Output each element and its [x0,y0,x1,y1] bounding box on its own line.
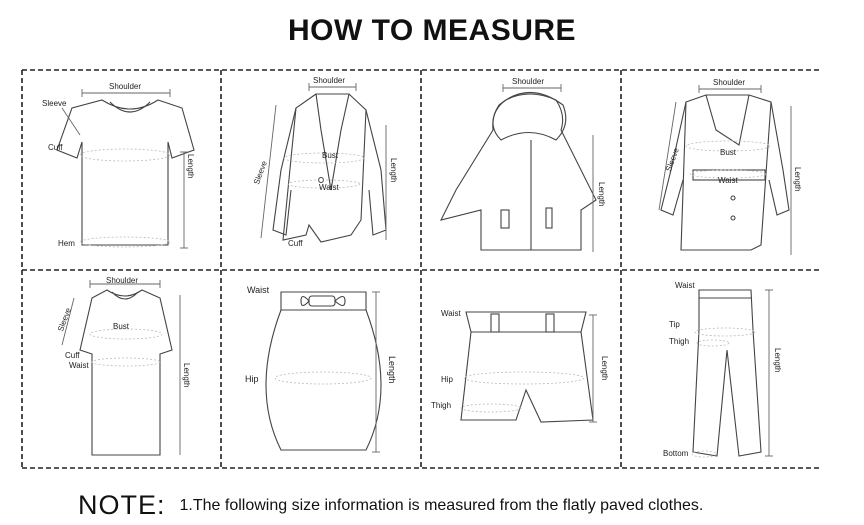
cape-length-label: Length [597,182,606,207]
blazer-waist-label: Waist [319,183,339,192]
skirt-cell: Waist Hip Length [221,270,421,468]
coat-cell: Shoulder Sleeve Bust Waist Length [621,70,822,270]
skirt-hip-label: Hip [245,374,259,384]
dress-shoulder-label: Shoulder [106,276,139,285]
dress-bust-label: Bust [113,322,130,331]
blazer-length-label: Length [389,158,398,183]
skirt-waist-label: Waist [247,285,270,295]
note-text: 1.The following size information is meas… [179,496,704,514]
pants-waist-label: Waist [675,281,695,290]
page-title: HOW TO MEASURE [287,14,577,47]
cape-sketch [439,84,597,252]
shorts-cell: Waist Hip Thigh Length [421,270,621,468]
cape-shoulder-label: Shoulder [512,77,545,86]
coat-length-label: Length [793,167,802,192]
tshirt-hem-label: Hem [58,239,75,248]
pants-length-label: Length [773,348,782,373]
note: NOTE: 1.The following size information is… [78,490,703,521]
coat-waist-label: Waist [718,176,738,185]
pants-tip-label: Tip [669,320,680,329]
blazer-sketch [260,83,387,243]
shorts-hip-label: Hip [441,375,454,384]
blazer-bust-label: Bust [322,151,339,160]
pants-thigh-label: Thigh [669,337,690,346]
blazer-shoulder-label: Shoulder [313,76,346,85]
tshirt-shoulder-label: Shoulder [109,82,142,91]
dress-waist-label: Waist [69,361,89,370]
dress-cuff-label: Cuff [65,351,80,360]
pants-cell: Waist Tip Thigh Length Bottom [621,270,822,468]
dress-cell: Shoulder Sleeve Bust Cuff Waist Length [22,270,221,468]
dress-length-label: Length [182,363,191,388]
pants-bottom-label: Bottom [663,449,689,458]
blazer-cell: Shoulder Bust Waist Sleeve Length Cuff [221,70,421,270]
coat-sketch [658,85,792,255]
pants-sketch [691,289,773,458]
shorts-length-label: Length [600,356,609,381]
dress-sketch [61,280,181,456]
tshirt-cell: Shoulder Sleeve Cuff Length Hem [22,70,221,270]
skirt-sketch [265,291,382,453]
tshirt-length-label: Length [186,154,195,179]
cape-cell: Shoulder Length [421,70,621,270]
blazer-cuff-label: Cuff [288,239,303,248]
tshirt-cuff-label: Cuff [48,143,63,152]
coat-bust-label: Bust [720,148,737,157]
tshirt-sketch [56,89,195,249]
note-label: NOTE: [78,490,166,520]
skirt-length-label: Length [387,356,397,384]
shorts-sketch [460,311,597,423]
shorts-thigh-label: Thigh [431,401,452,410]
coat-shoulder-label: Shoulder [713,78,746,87]
shorts-waist-label: Waist [441,309,461,318]
tshirt-sleeve-label: Sleeve [42,99,67,108]
